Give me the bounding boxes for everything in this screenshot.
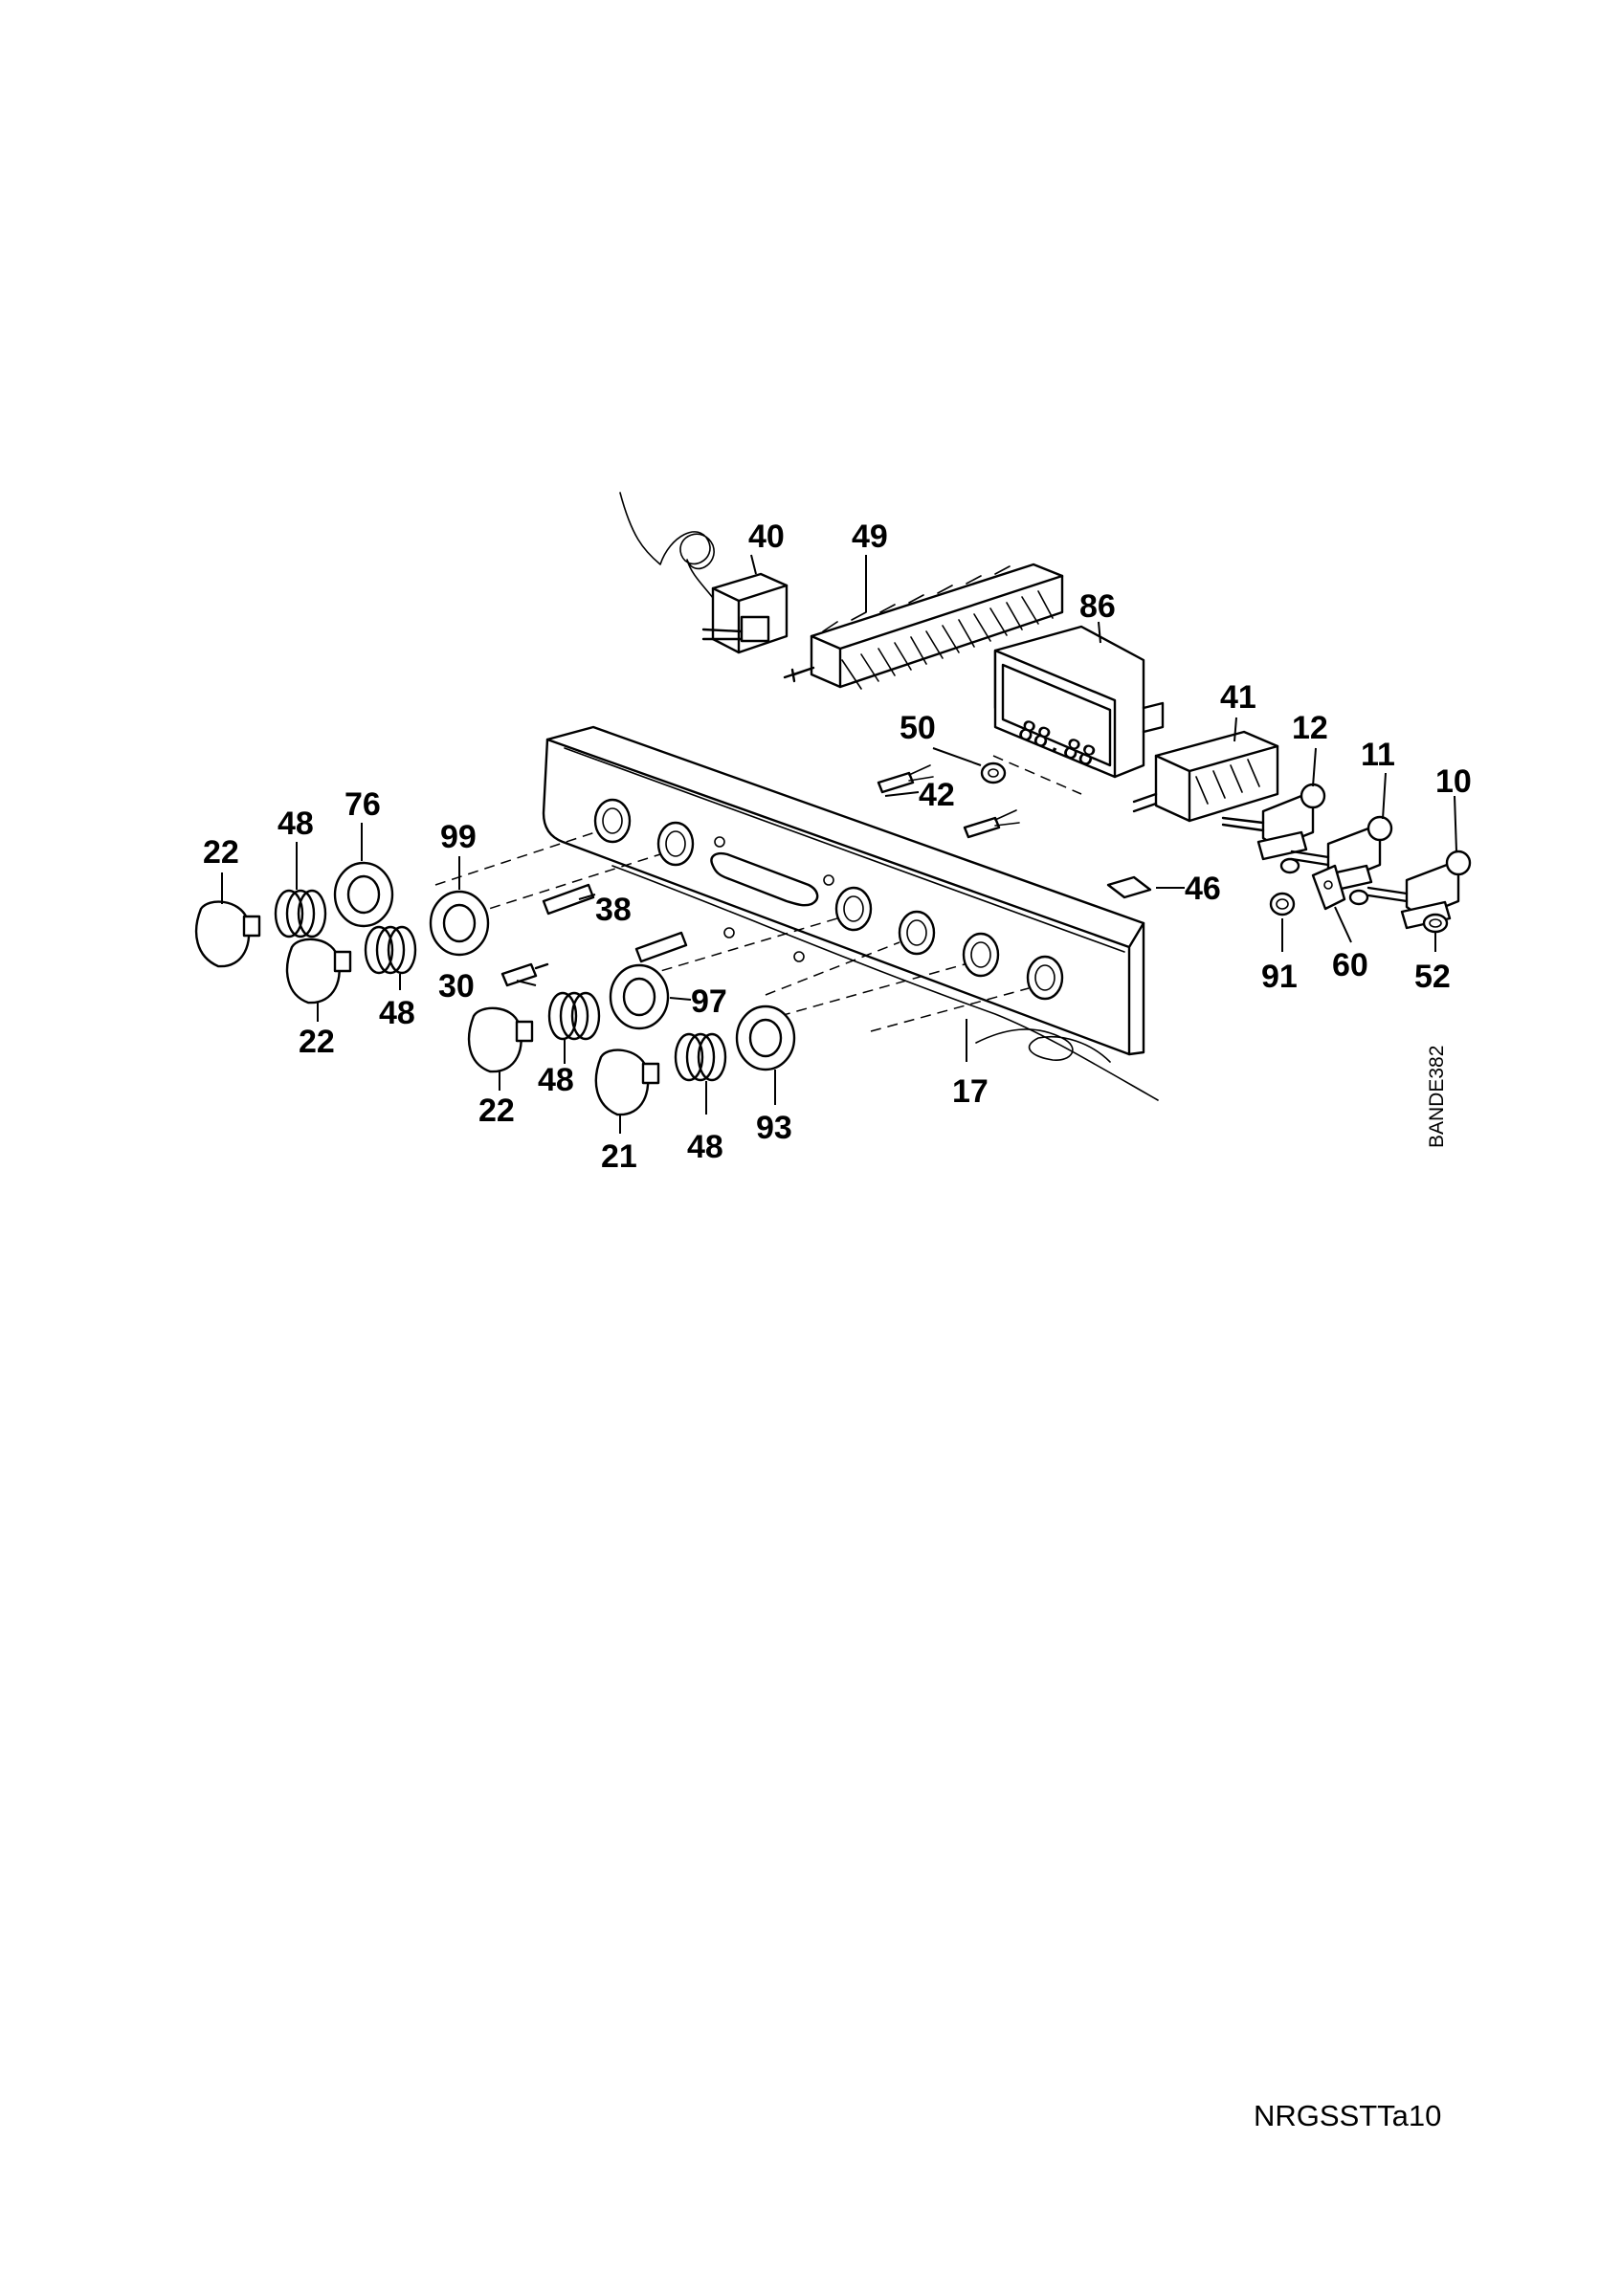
part-76-bezel [333, 861, 394, 928]
callout-91: 91 [1261, 959, 1298, 995]
page-code: NRGSSTTa10 [1254, 2099, 1441, 2132]
callout-30: 30 [438, 968, 475, 1004]
callout-42: 42 [919, 777, 955, 813]
part-48-spring-c [547, 991, 601, 1041]
callout-52: 52 [1414, 959, 1451, 995]
callout-48-b: 48 [379, 995, 415, 1031]
part-86-display-clock: 88.88 [993, 625, 1165, 779]
callout-49: 49 [852, 519, 888, 555]
part-22-knob-b [285, 938, 352, 1004]
callout-10: 10 [1435, 763, 1472, 800]
callout-93: 93 [756, 1110, 792, 1146]
callout-17: 17 [952, 1073, 989, 1110]
callout-labels: 40 49 86 41 12 11 10 50 42 46 91 60 52 2… [203, 519, 1472, 1175]
callout-38: 38 [595, 892, 632, 928]
callout-60: 60 [1332, 947, 1368, 983]
part-22-knob-a [194, 900, 261, 968]
part-48-spring-a [274, 889, 327, 938]
callout-48-d: 48 [687, 1129, 723, 1165]
callout-46: 46 [1185, 871, 1221, 907]
callout-22-c: 22 [478, 1093, 515, 1129]
part-30-pin [500, 962, 549, 987]
part-50-bushing [980, 762, 1007, 784]
part-12-gas-tap [1221, 783, 1326, 861]
part-48-spring-d [674, 1032, 727, 1082]
part-52-washer [1422, 913, 1449, 934]
part-22-knob-c [467, 1006, 534, 1073]
callout-99: 99 [440, 819, 477, 855]
part-10-gas-tap [1366, 850, 1472, 930]
callout-22-a: 22 [203, 834, 239, 871]
part-17-control-panel [542, 725, 1159, 1101]
part-91-nut [1269, 857, 1300, 916]
callout-12: 12 [1292, 710, 1328, 746]
callout-86: 86 [1079, 588, 1116, 625]
callout-97: 97 [691, 983, 727, 1020]
part-99-bezel [429, 890, 490, 957]
callout-22-b: 22 [299, 1024, 335, 1060]
part-93-bezel [735, 1004, 796, 1071]
callout-48-c: 48 [538, 1062, 574, 1098]
callout-48-a: 48 [278, 806, 314, 842]
callout-40: 40 [748, 519, 785, 555]
part-38-shafts [542, 883, 688, 963]
callout-41: 41 [1220, 679, 1256, 716]
callout-21: 21 [601, 1138, 637, 1175]
part-21-knob [594, 1049, 660, 1116]
callout-50: 50 [900, 710, 936, 746]
part-48-spring-b [364, 925, 417, 975]
callout-76: 76 [344, 786, 381, 823]
part-49-selector-switch [783, 563, 1064, 690]
part-41-small-switch [1132, 730, 1279, 823]
part-40-thermostat [619, 492, 789, 654]
part-42-neon-lamps [877, 764, 1020, 839]
callout-11: 11 [1361, 737, 1395, 773]
part-60-bracket [1311, 864, 1369, 911]
leader-lines [221, 554, 1457, 1134]
drawing-code: BANDE382 [1426, 1046, 1448, 1148]
part-46-clip [1106, 875, 1152, 899]
part-97-bezel [609, 963, 670, 1030]
